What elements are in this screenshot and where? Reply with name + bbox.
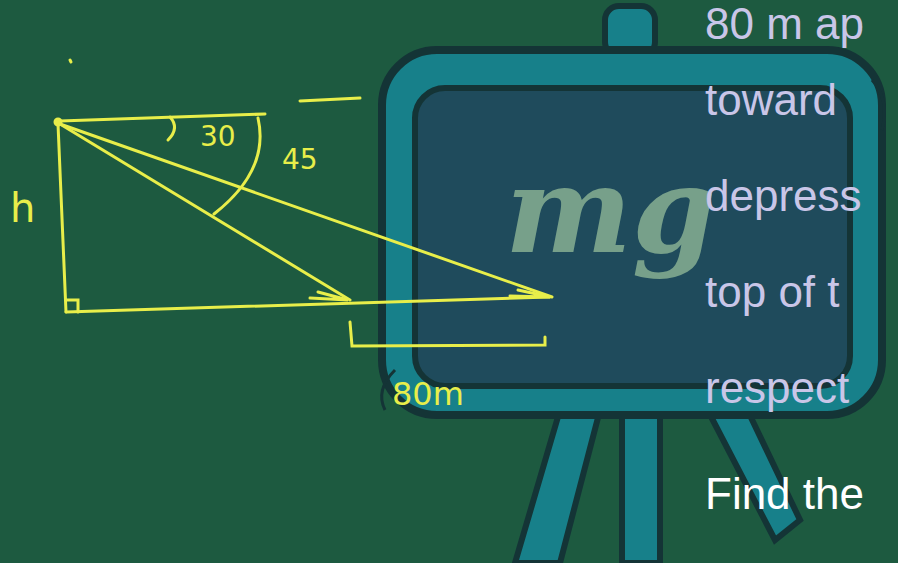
question-text: 80 m ap <box>705 2 864 46</box>
question-text: respect <box>705 366 849 410</box>
question-text: depress <box>705 174 862 218</box>
question-text: toward <box>705 78 837 122</box>
question-text: Find the <box>705 472 864 516</box>
board-icon <box>382 6 885 563</box>
trig-sketch <box>55 60 552 346</box>
dimension-label: 80m <box>392 378 464 410</box>
angle-label: 30 <box>200 123 236 151</box>
angle-label: 45 <box>282 146 318 174</box>
question-text: top of t <box>705 270 840 314</box>
watermark: mg <box>505 150 716 270</box>
height-label: h <box>10 188 35 228</box>
